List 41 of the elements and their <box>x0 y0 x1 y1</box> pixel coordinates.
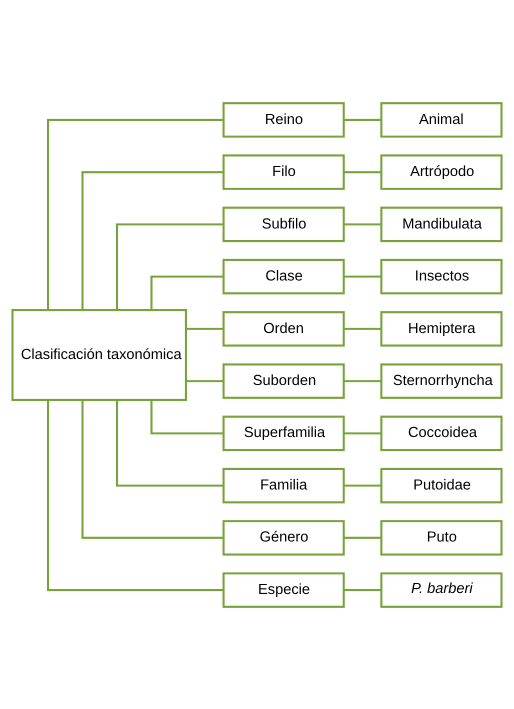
node-box: P. barberi <box>380 572 503 608</box>
node-box: Puto <box>380 520 503 556</box>
connector <box>150 275 224 310</box>
node-box: Suborden <box>222 362 345 398</box>
connector <box>344 222 382 225</box>
node-box: Clase <box>222 258 345 294</box>
connector <box>81 170 224 310</box>
node-box: Familia <box>222 467 345 503</box>
connector <box>344 118 382 120</box>
connector <box>344 484 382 486</box>
node-box: Clasificación taxonómica <box>11 308 187 400</box>
node-box: Hemiptera <box>380 310 503 346</box>
node-box: Subfilo <box>222 206 345 242</box>
connector <box>81 400 224 538</box>
connector <box>344 588 382 591</box>
node-box: Reino <box>222 102 345 138</box>
connector <box>116 399 224 486</box>
connector <box>186 380 224 382</box>
connector <box>150 400 224 434</box>
node-box: Género <box>222 520 345 556</box>
connector <box>46 118 224 310</box>
node-box: Orden <box>222 310 345 346</box>
node-box: Filo <box>222 154 345 190</box>
connector <box>344 327 382 330</box>
connector <box>344 380 382 382</box>
node-box: Coccoidea <box>380 415 503 451</box>
connector <box>344 432 382 434</box>
node-box: Insectos <box>380 258 503 294</box>
connector <box>344 275 382 278</box>
node-box: Mandibulata <box>380 206 503 242</box>
node-box: Especie <box>222 572 345 608</box>
connector <box>46 400 224 591</box>
node-box: Superfamilia <box>222 415 345 451</box>
connector <box>186 327 224 330</box>
node-box: Artrópodo <box>380 154 503 190</box>
connector <box>344 536 382 538</box>
node-box: Animal <box>380 102 503 138</box>
node-box: Sternorrhyncha <box>380 362 503 398</box>
connector <box>344 170 382 173</box>
connector <box>116 222 224 310</box>
node-box: Putoidae <box>380 467 503 503</box>
